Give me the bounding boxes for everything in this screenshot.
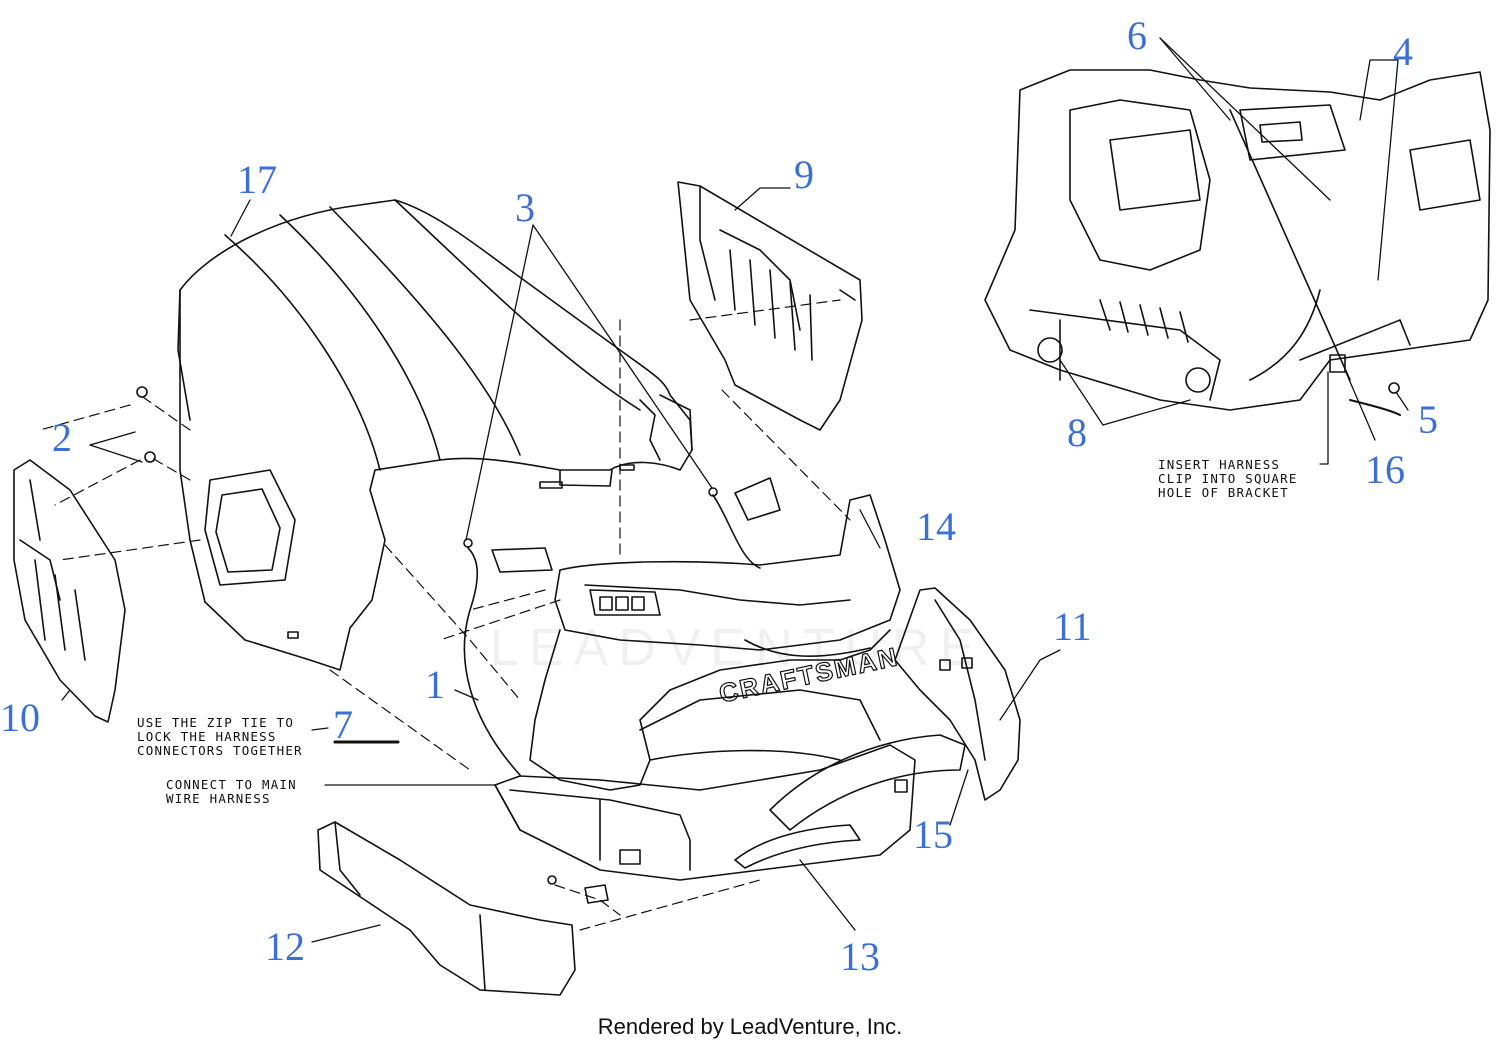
callout-7[interactable]: 7 xyxy=(333,702,353,747)
note-zip-tie: USE THE ZIP TIE TO LOCK THE HARNESS CONN… xyxy=(137,715,303,758)
callout-12[interactable]: 12 xyxy=(265,924,305,969)
callout-5[interactable]: 5 xyxy=(1418,397,1438,442)
inset-detail-view xyxy=(984,69,1491,416)
wire-harness xyxy=(463,494,761,776)
callout-2[interactable]: 2 xyxy=(52,415,72,460)
note-insert-harness: INSERT HARNESS CLIP INTO SQUARE HOLE OF … xyxy=(1158,457,1298,500)
brace-part xyxy=(769,734,966,831)
assembly-lines xyxy=(39,299,851,931)
craftsman-logo: CRAFTSMAN xyxy=(716,641,901,708)
callout-1[interactable]: 1 xyxy=(425,662,445,707)
footer-credit: Rendered by LeadVenture, Inc. xyxy=(597,1014,903,1039)
callout-3[interactable]: 3 xyxy=(515,185,535,230)
callout-4[interactable]: 4 xyxy=(1393,29,1413,74)
front-bumper-part xyxy=(494,744,916,881)
leader-lines xyxy=(61,37,1409,943)
callout-15[interactable]: 15 xyxy=(913,812,953,857)
callout-17[interactable]: 17 xyxy=(237,157,277,202)
callout-6[interactable]: 6 xyxy=(1127,13,1147,58)
callout-16[interactable]: 16 xyxy=(1365,447,1405,492)
right-side-panel-part xyxy=(894,587,1021,801)
callout-14[interactable]: 14 xyxy=(916,504,956,549)
callout-11[interactable]: 11 xyxy=(1053,604,1092,649)
callout-9[interactable]: 9 xyxy=(794,152,814,197)
left-side-panel-part xyxy=(13,459,126,723)
callout-13[interactable]: 13 xyxy=(840,934,880,979)
callout-10[interactable]: 10 xyxy=(0,695,40,740)
callout-8[interactable]: 8 xyxy=(1067,410,1087,455)
note-connect-main-harness: CONNECT TO MAIN WIRE HARNESS xyxy=(166,777,297,806)
dash-panel-part xyxy=(677,181,863,431)
step-cover-part xyxy=(317,821,576,996)
hood-top-part xyxy=(177,199,693,671)
front-frame-part xyxy=(529,494,901,791)
